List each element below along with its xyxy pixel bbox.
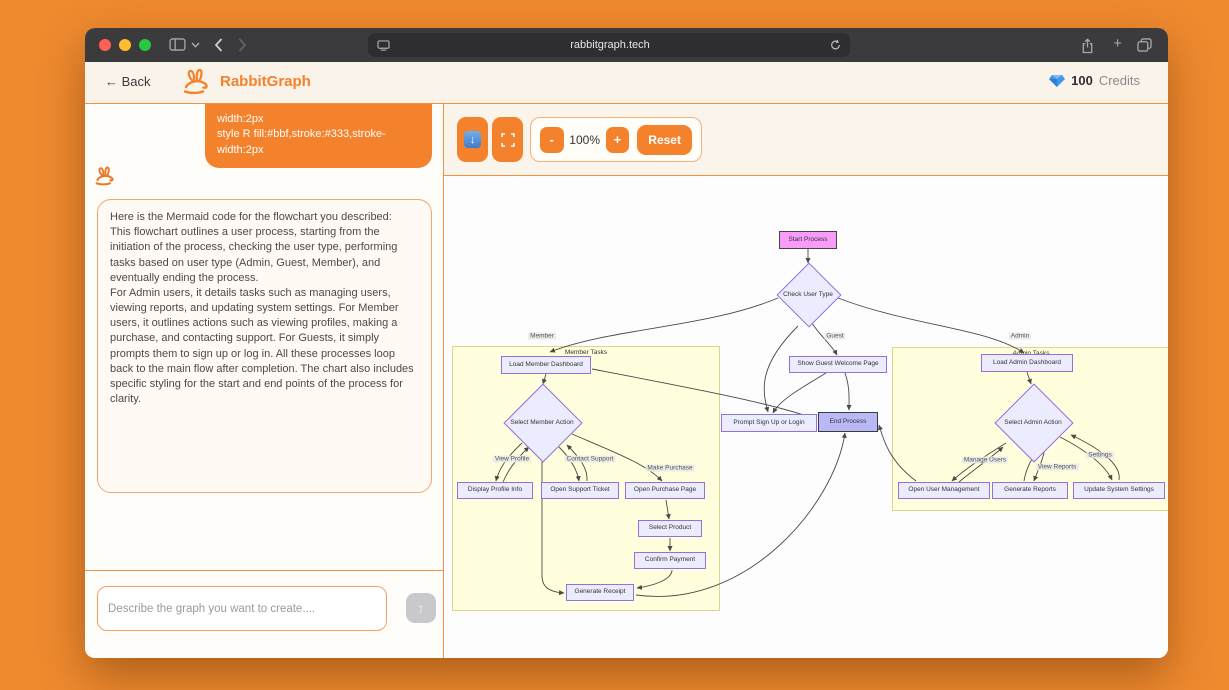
download-icon: ↓ — [464, 131, 481, 148]
edge-label: View Reports — [1035, 463, 1079, 471]
edge-label: Admin — [1008, 332, 1032, 340]
zoom-level: 100% — [569, 132, 600, 147]
node-open-support-ticket: Open Support Ticket — [541, 482, 619, 499]
node-load-admin-dashboard: Load Admin Dashboard — [981, 354, 1073, 372]
prompt-composer: ↑ — [85, 570, 443, 658]
node-select-product: Select Product — [638, 520, 702, 537]
node-load-member-dashboard: Load Member Dashboard — [501, 356, 591, 374]
node-select-admin-action: Select Admin Action — [994, 383, 1074, 463]
zoom-window-button[interactable] — [139, 39, 151, 51]
zoom-in-button[interactable]: + — [605, 126, 630, 153]
node-confirm-payment: Confirm Payment — [634, 552, 706, 569]
user-message-bubble: width:2px style R fill:#bbf,stroke:#333,… — [205, 104, 432, 169]
gem-icon — [1049, 74, 1066, 87]
page-settings-icon — [377, 39, 390, 51]
edge-label: Make Purchase — [645, 464, 695, 472]
assistant-paragraph: For Admin users, it details tasks such a… — [110, 286, 414, 406]
chevron-down-icon — [191, 42, 200, 48]
fullscreen-icon — [500, 132, 515, 147]
node-display-profile-info: Display Profile Info — [457, 482, 533, 499]
tabs-icon — [1137, 38, 1152, 52]
node-open-purchase-page: Open Purchase Page — [625, 482, 705, 499]
edge-label: Guest — [824, 332, 846, 340]
forward-arrow-icon — [238, 38, 247, 52]
forward-nav-button[interactable] — [238, 38, 247, 52]
zoom-controls: - 100% + Reset — [530, 117, 702, 162]
new-tab-button[interactable]: + — [1113, 35, 1122, 52]
minimize-window-button[interactable] — [119, 39, 131, 51]
node-generate-reports: Generate Reports — [992, 482, 1068, 499]
reload-icon[interactable] — [830, 39, 841, 51]
sidebar-toggle-button[interactable] — [169, 38, 200, 51]
diagram-canvas[interactable]: Member Tasks Admin Tasks — [444, 176, 1168, 658]
subgraph-title: Member Tasks — [564, 349, 608, 356]
mermaid-flowchart: Member Tasks Admin Tasks — [446, 176, 1168, 658]
credits-value: 100 — [1071, 73, 1093, 88]
node-show-guest-welcome-page: Show Guest Welcome Page — [789, 356, 887, 373]
assistant-paragraph: This flowchart outlines a user process, … — [110, 226, 398, 284]
credits-label: Credits — [1098, 73, 1140, 88]
credits-badge: 100 Credits — [1049, 73, 1140, 88]
assistant-rabbit-avatar-icon — [93, 166, 118, 191]
diagram-panel: ↓ - 100% + Reset Memb — [444, 104, 1168, 658]
url-text: rabbitgraph.tech — [570, 39, 650, 51]
node-check-user-type: Check User Type — [776, 262, 842, 328]
rabbit-logo-icon — [183, 68, 208, 95]
chat-sidebar: width:2px style R fill:#bbf,stroke:#333,… — [85, 104, 444, 658]
fullscreen-button[interactable] — [492, 117, 523, 162]
subgraph-title: Admin Tasks — [893, 350, 1168, 357]
diagram-toolbar: ↓ - 100% + Reset — [444, 104, 1168, 176]
assistant-paragraph: Here is the Mermaid code for the flowcha… — [110, 211, 392, 223]
sidebar-toggle-icon — [169, 38, 186, 51]
node-generate-receipt: Generate Receipt — [566, 584, 634, 601]
edge-label: View Profile — [492, 455, 532, 463]
download-button[interactable]: ↓ — [457, 117, 488, 162]
edge-label: Member — [528, 332, 556, 340]
edge-label: Manage Users — [961, 456, 1009, 464]
traffic-lights — [99, 39, 151, 51]
back-button[interactable]: ← Back — [105, 74, 151, 89]
node-select-member-action: Select Member Action — [503, 383, 583, 463]
share-icon — [1082, 38, 1093, 54]
send-button[interactable]: ↑ — [406, 593, 436, 623]
brand-name: RabbitGraph — [220, 73, 311, 90]
zoom-out-button[interactable]: - — [540, 126, 564, 153]
back-nav-button[interactable] — [214, 38, 223, 52]
close-window-button[interactable] — [99, 39, 111, 51]
user-code-line: width:2px — [217, 113, 264, 125]
node-open-user-management: Open User Management — [898, 482, 990, 499]
node-prompt-sign-up-or-login: Prompt Sign Up or Login — [721, 414, 817, 432]
back-arrow-icon — [214, 38, 223, 52]
brand-logo[interactable]: RabbitGraph — [180, 68, 311, 95]
app-header: ← Back RabbitGraph 100 Credits — [85, 62, 1168, 104]
browser-window: rabbitgraph.tech + ← Back RabbitGraph — [85, 28, 1168, 658]
reset-zoom-button[interactable]: Reset — [637, 124, 692, 155]
prompt-input[interactable] — [97, 586, 387, 631]
user-code-line: style R fill:#bbf,stroke:#333,stroke-wid… — [217, 128, 386, 156]
node-update-system-settings: Update System Settings — [1073, 482, 1165, 499]
url-bar[interactable]: rabbitgraph.tech — [368, 33, 850, 57]
share-button[interactable] — [1081, 38, 1094, 54]
browser-chrome: rabbitgraph.tech + — [85, 28, 1168, 62]
tab-overview-button[interactable] — [1137, 38, 1152, 52]
node-start-process: Start Process — [779, 231, 837, 249]
assistant-message-bubble: Here is the Mermaid code for the flowcha… — [97, 199, 432, 493]
edge-label: Contact Support — [564, 455, 616, 463]
node-end-process: End Process — [818, 412, 878, 432]
edge-label: Settings — [1086, 451, 1114, 459]
send-arrow-icon: ↑ — [417, 600, 425, 616]
